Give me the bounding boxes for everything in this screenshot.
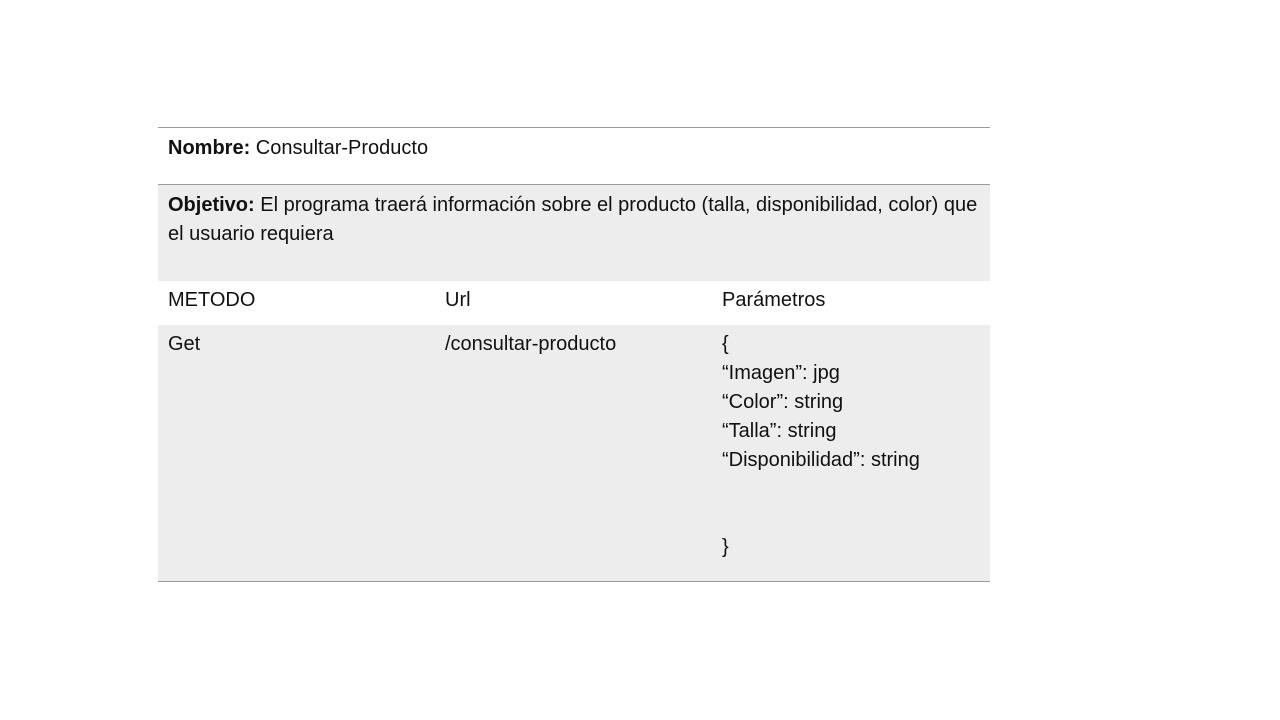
header-url: Url (445, 289, 471, 311)
param-item: “Disponibilidad”: string (722, 449, 920, 471)
cell-params: { “Imagen”: jpg “Color”: string “Talla”:… (712, 330, 990, 581)
header-method: METODO (168, 289, 256, 311)
name-label: Nombre: (168, 137, 251, 159)
cell-method: Get (168, 333, 201, 355)
header-params: Parámetros (722, 289, 826, 311)
objective-value: El programa traerá información sobre el … (168, 194, 978, 245)
api-spec-table: Nombre: Consultar-Producto Objetivo: El … (158, 127, 990, 582)
params-close-brace: } (722, 536, 729, 558)
name-row: Nombre: Consultar-Producto (158, 128, 990, 185)
cell-url: /consultar-producto (445, 333, 617, 355)
params-list: “Imagen”: jpg “Color”: string “Talla”: s… (722, 359, 990, 475)
objective-row: Objetivo: El programa traerá información… (158, 185, 990, 281)
param-item: “Color”: string (722, 391, 844, 413)
table-row: Get /consultar-producto { “Imagen”: jpg … (158, 325, 990, 581)
table-header-row: METODO Url Parámetros (158, 281, 990, 325)
param-item: “Imagen”: jpg (722, 362, 840, 384)
objective-label: Objetivo: (168, 194, 255, 216)
name-value: Consultar-Producto (250, 137, 429, 159)
param-item: “Talla”: string (722, 420, 837, 442)
params-open-brace: { (722, 333, 729, 355)
